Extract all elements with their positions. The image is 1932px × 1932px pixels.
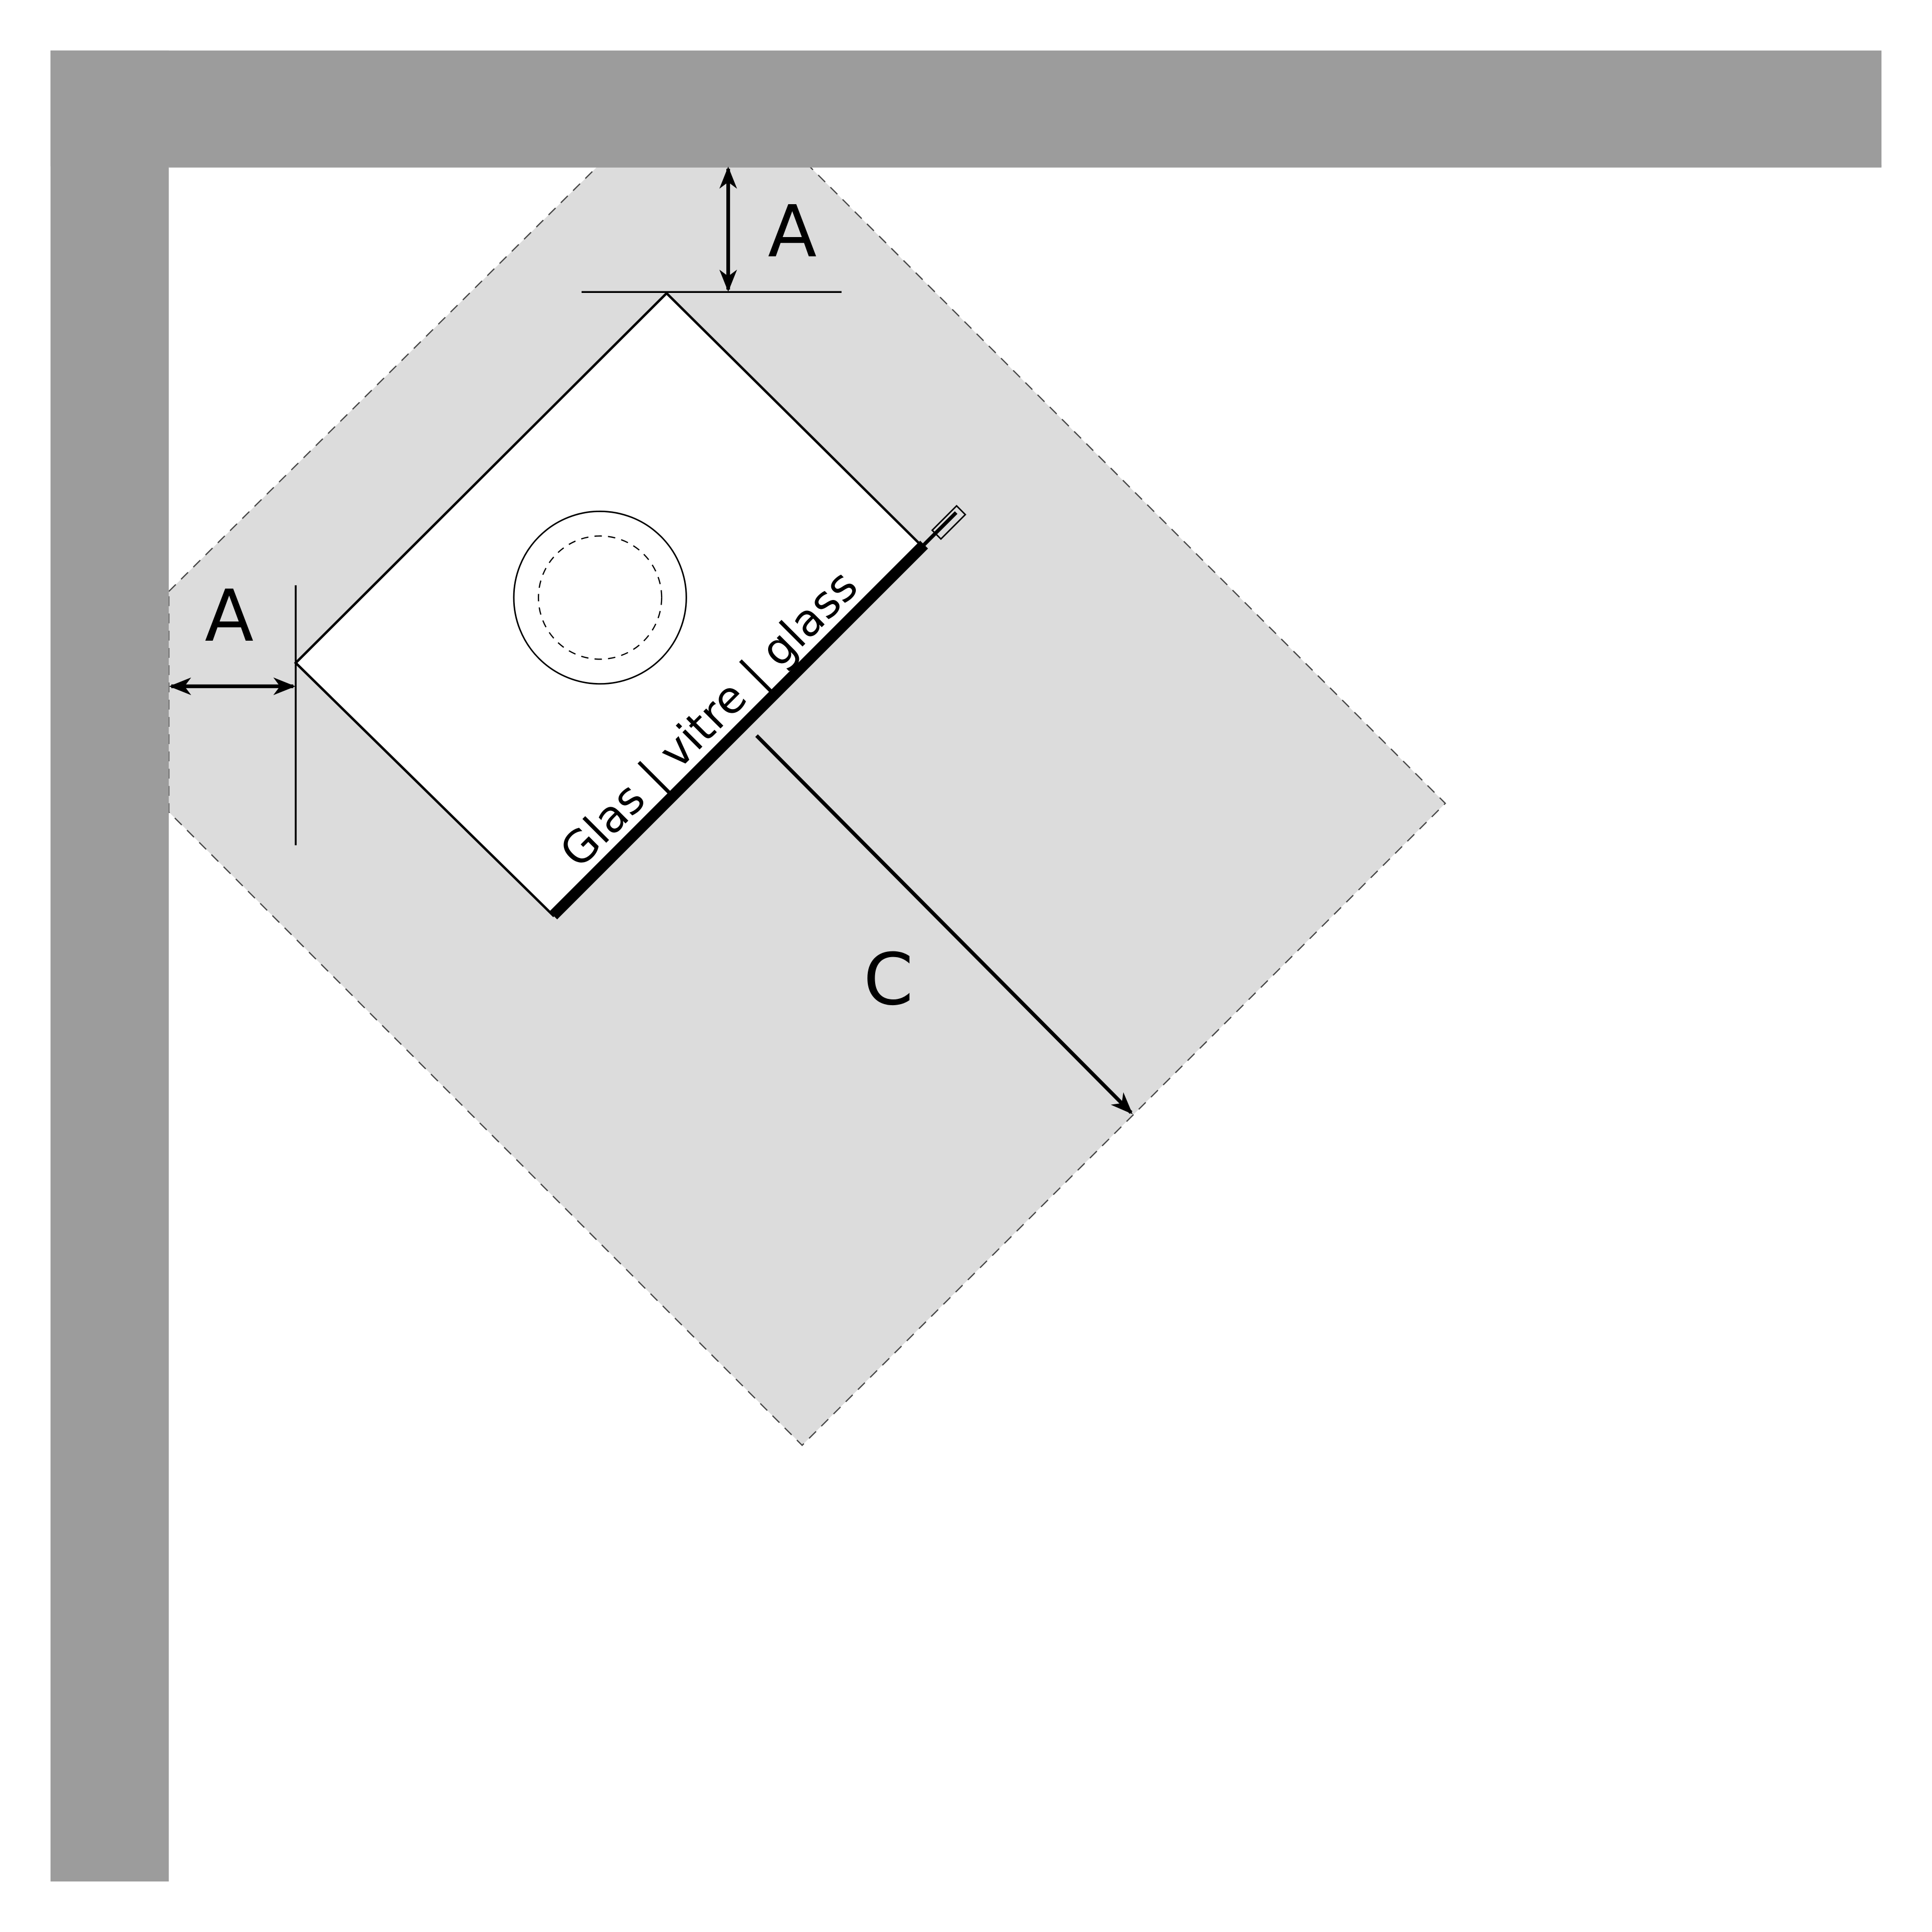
flue-pipe-dashed <box>538 535 663 660</box>
door-handle-icon <box>920 504 967 549</box>
top-clearance-label: A <box>768 191 817 274</box>
side-clearance-label: A <box>205 575 254 658</box>
flue-outlet <box>513 510 687 685</box>
wall-top <box>50 50 1882 167</box>
wall-left <box>50 50 169 1882</box>
front-clearance-arrow <box>755 734 1133 1114</box>
front-clearance-label: C <box>864 938 914 1021</box>
glass-door <box>549 540 928 920</box>
clearance-zone <box>168 166 1446 1446</box>
